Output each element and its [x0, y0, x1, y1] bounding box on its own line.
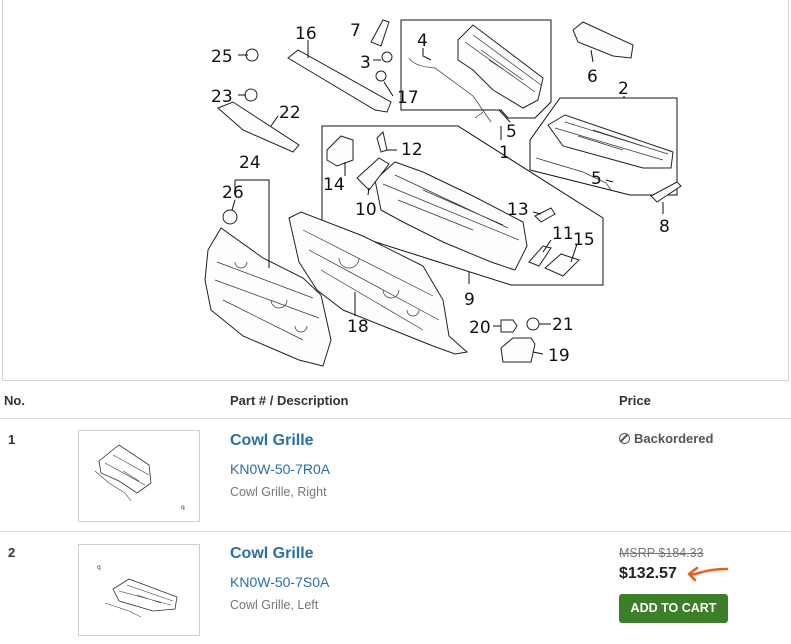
row-number: 2 — [8, 545, 16, 560]
leader-lines — [231, 40, 664, 355]
table-row: 1 q Cowl Grille KN0W-50-7R0A Cowl Grille… — [0, 419, 791, 532]
column-header-part: Part # / Description — [230, 393, 349, 408]
part-15-shape — [544, 253, 580, 277]
callout-7: 7 — [350, 21, 361, 41]
callout-9: 9 — [464, 290, 475, 310]
callout-3: 3 — [360, 53, 371, 73]
part-21-shape — [526, 317, 540, 331]
annotation-arrow-icon — [687, 566, 729, 582]
part-1-shape — [408, 24, 544, 123]
callout-12: 12 — [401, 140, 423, 160]
part-description: Cowl Grille, Right — [230, 485, 327, 499]
callout-6: 6 — [587, 67, 598, 87]
part-7-shape — [370, 19, 390, 47]
callout-13: 13 — [507, 200, 529, 220]
callout-17: 17 — [397, 88, 419, 108]
add-to-cart-button[interactable]: ADD TO CART — [619, 594, 728, 623]
column-header-no: No. — [4, 393, 25, 408]
ban-icon — [619, 433, 630, 444]
part-18-shape — [288, 211, 469, 355]
part-8-shape — [650, 181, 682, 203]
thumbnail-label: q — [181, 504, 185, 511]
thumbnail-label: q — [97, 564, 101, 571]
callout-18: 18 — [347, 317, 369, 337]
part-description: Cowl Grille, Left — [230, 598, 319, 612]
part-16-shape — [287, 49, 392, 113]
callout-11: 11 — [552, 224, 574, 244]
part-2-shape — [535, 114, 674, 191]
stock-status-label: Backordered — [634, 431, 714, 446]
group-outline-2 — [529, 97, 678, 196]
callout-26: 26 — [222, 183, 244, 203]
callout-4: 4 — [417, 31, 428, 51]
cowl-grille-right-thumbnail: q — [94, 444, 185, 511]
part-14-shape — [326, 135, 354, 167]
parts-table-header: No. Part # / Description Price — [0, 383, 791, 419]
part-13-shape — [534, 207, 556, 223]
part-11-shape — [528, 245, 552, 267]
part-17-shape — [375, 70, 387, 82]
part-thumbnail[interactable]: q — [78, 430, 200, 522]
parts-diagram: 1 2 3 4 5 5 6 7 8 9 10 11 12 13 14 15 16… — [2, 0, 789, 381]
part-20-shape — [500, 319, 518, 333]
callout-1: 1 — [499, 143, 510, 163]
callout-22: 22 — [279, 103, 301, 123]
callout-2: 2 — [618, 79, 629, 99]
parts-diagram-illustration: 1 2 3 4 5 5 6 7 8 9 10 11 12 13 14 15 16… — [204, 19, 682, 367]
part-number-link[interactable]: KN0W-50-7S0A — [230, 574, 330, 590]
callout-21: 21 — [552, 315, 574, 335]
callout-5a: 5 — [506, 122, 517, 142]
callout-5b: 5 — [591, 169, 602, 189]
part-19-shape — [500, 337, 536, 363]
callout-24: 24 — [239, 153, 261, 173]
part-26-shape — [222, 209, 238, 225]
callout-25: 25 — [211, 47, 233, 67]
callout-23: 23 — [211, 87, 233, 107]
stock-status: Backordered — [619, 431, 713, 446]
part-3-shape — [381, 51, 393, 63]
column-header-price: Price — [619, 393, 651, 408]
callout-14: 14 — [323, 175, 345, 195]
part-title-link[interactable]: Cowl Grille — [230, 545, 314, 562]
part-24-shape — [204, 227, 332, 367]
sale-price: $132.57 — [619, 565, 677, 582]
table-row: 2 q Cowl Grille KN0W-50-7S0A Cowl Grille… — [0, 533, 791, 644]
part-title-link[interactable]: Cowl Grille — [230, 432, 314, 449]
part-6-shape — [572, 21, 634, 59]
callout-19: 19 — [548, 346, 570, 366]
callout-20: 20 — [469, 318, 491, 338]
part-9-shape — [374, 161, 528, 271]
callout-16: 16 — [295, 24, 317, 44]
part-10-shape — [356, 157, 390, 191]
part-thumbnail[interactable]: q — [78, 544, 200, 636]
group-outline-1 — [400, 19, 552, 119]
part-23-shape — [244, 88, 258, 102]
callout-10: 10 — [355, 200, 377, 220]
part-12-shape — [376, 131, 388, 153]
part-number-link[interactable]: KN0W-50-7R0A — [230, 461, 331, 477]
part-22-shape — [217, 101, 300, 153]
callout-8: 8 — [659, 217, 670, 237]
row-number: 1 — [8, 432, 16, 447]
msrp-price: MSRP $184.33 — [619, 546, 704, 560]
cowl-grille-left-thumbnail: q — [97, 564, 178, 618]
callout-15: 15 — [573, 230, 595, 250]
